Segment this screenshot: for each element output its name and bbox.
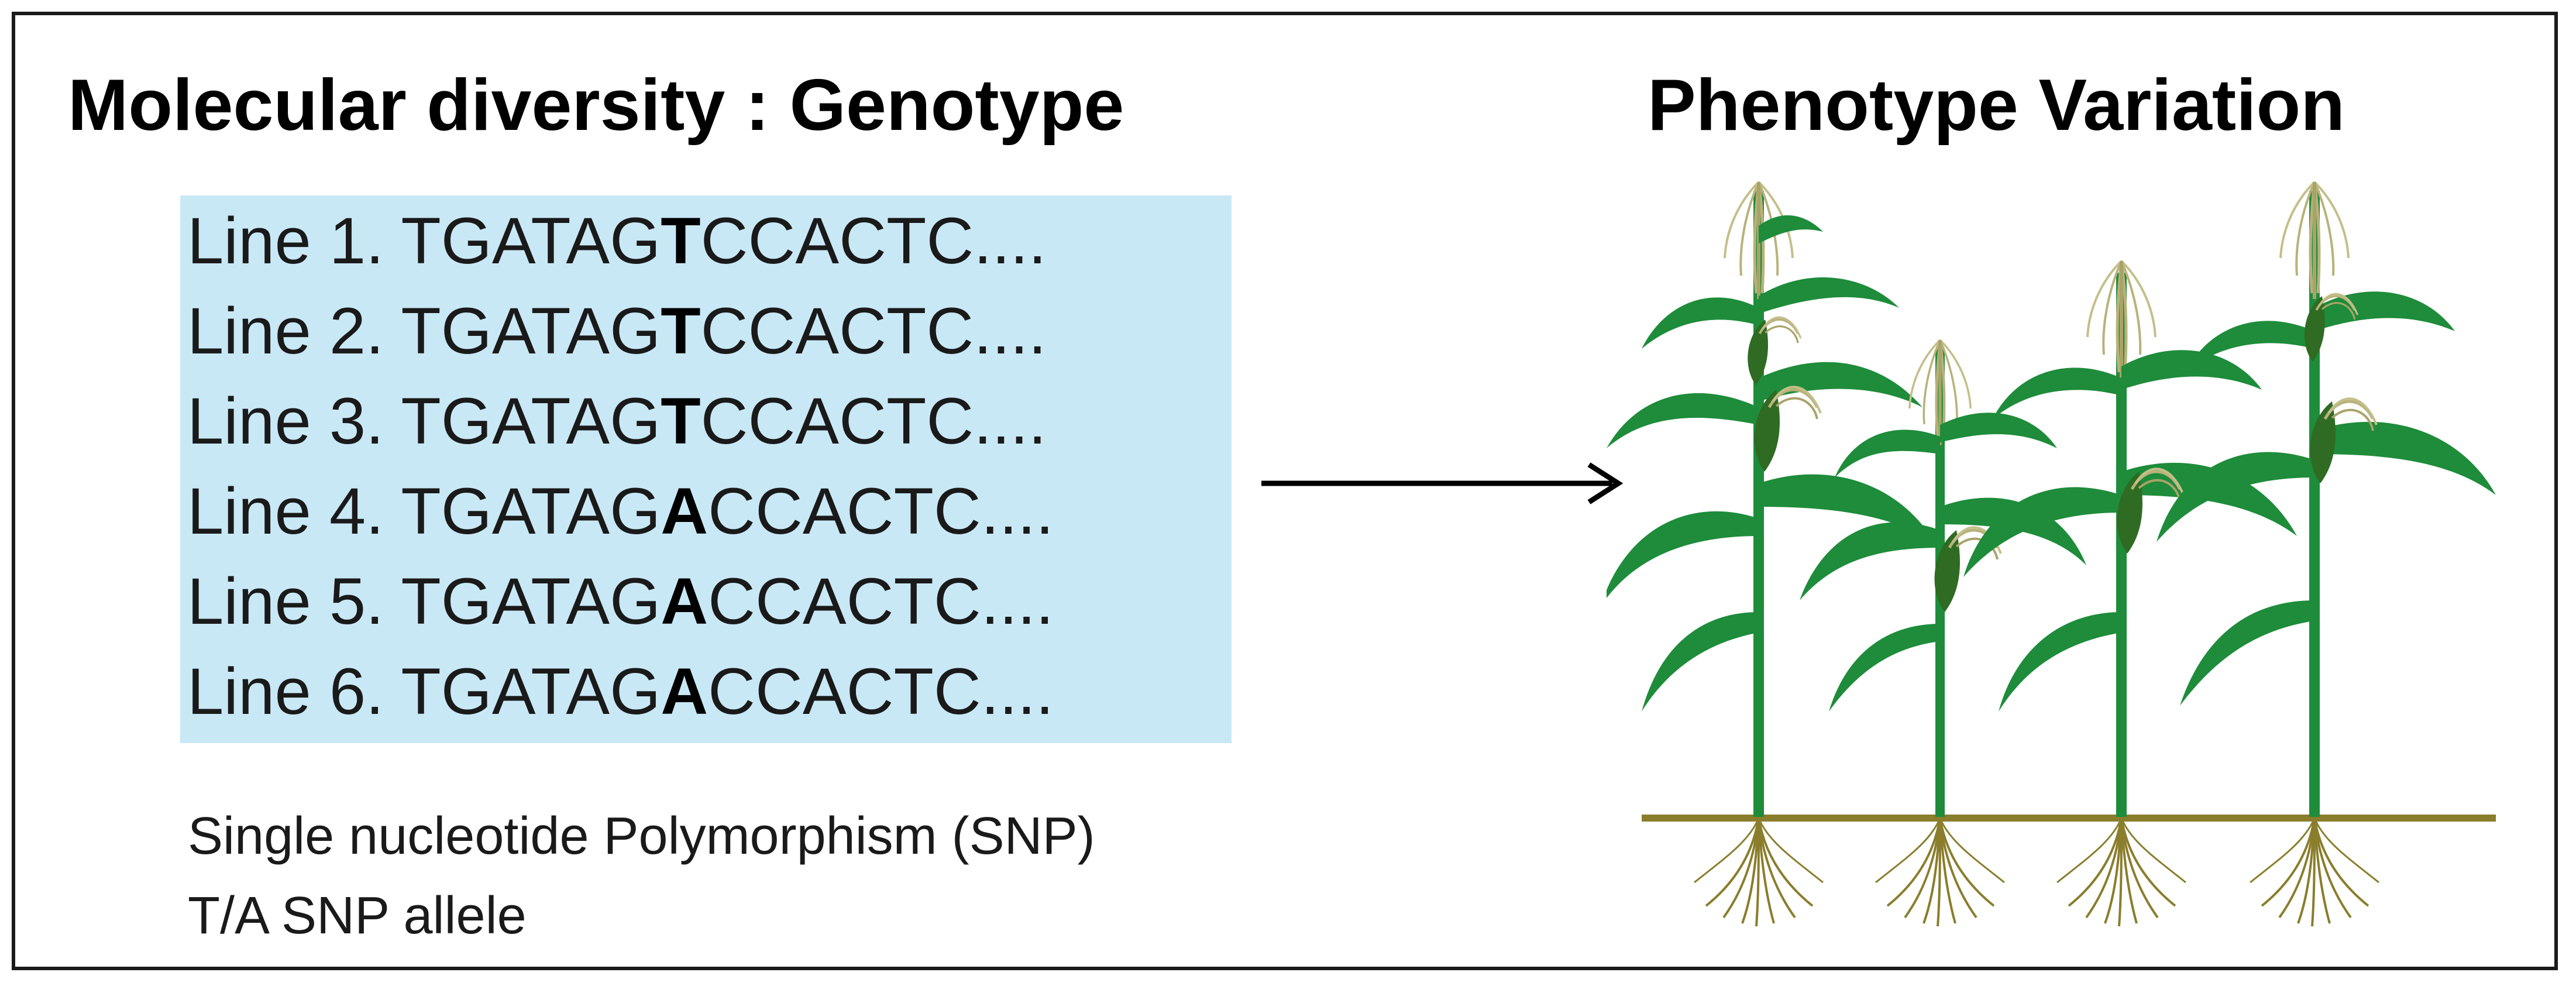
snp-allele-text: T/A SNP allele: [188, 887, 527, 945]
maize-plant-icon: [2157, 182, 2496, 927]
snp-allele: A: [661, 565, 709, 638]
sequence-line: Line 4. TGATAGACCACTC....: [187, 475, 1054, 548]
snp-allele: T: [661, 294, 701, 367]
sequence-line: Line 5. TGATAGACCACTC....: [187, 565, 1054, 638]
snp-allele: T: [661, 204, 701, 277]
sequence-line: Line 6. TGATAGACCACTC....: [187, 655, 1054, 728]
sequence-line: Line 1. TGATAGTCCACTC....: [187, 204, 1047, 277]
ground-line: [1642, 815, 2496, 822]
sequence-line: Line 3. TGATAGTCCACTC....: [187, 384, 1047, 458]
maize-plants-illustration: [1607, 156, 2496, 927]
right-arrow-icon: [1261, 462, 1624, 504]
snp-allele: T: [661, 384, 701, 458]
maize-plant-icon: [1607, 182, 1934, 927]
snp-allele: A: [661, 475, 709, 548]
maize-plant-icon: [1963, 261, 2297, 927]
maize-plant-icon: [1800, 340, 2086, 927]
snp-allele: A: [661, 655, 709, 728]
snp-definition-text: Single nucleotide Polymorphism (SNP): [188, 807, 1095, 865]
sequence-alignment-box: Line 1. TGATAGTCCACTC.... Line 2. TGATAG…: [180, 195, 1232, 743]
phenotype-title: Phenotype Variation: [1648, 65, 2345, 146]
genotype-title: Molecular diversity : Genotype: [68, 65, 1124, 146]
figure-frame: Molecular diversity : Genotype Phenotype…: [12, 12, 2558, 970]
sequence-line: Line 2. TGATAGTCCACTC....: [187, 294, 1047, 367]
